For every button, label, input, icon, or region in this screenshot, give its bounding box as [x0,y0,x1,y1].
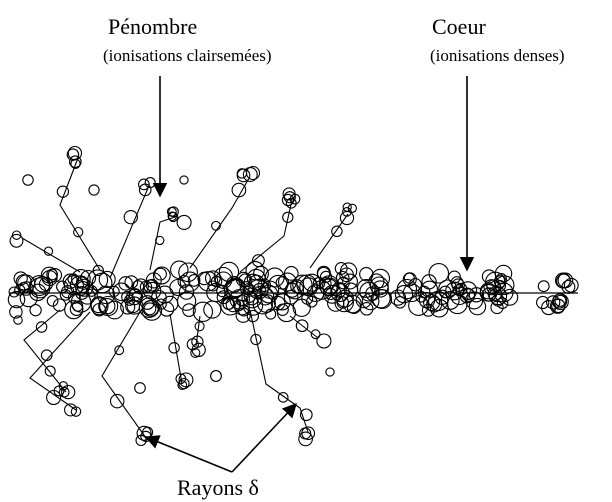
core-subtitle: (ionisations denses) [430,47,565,64]
delta-ray-ionisation [111,394,124,407]
core-ionisation [274,294,290,310]
penumbra-ionisation [135,383,146,394]
delta-ray-ionisation [237,169,246,178]
delta-ray-ionisation [177,215,191,229]
delta-ray-ionisation [45,366,55,376]
delta-ray-ionisation [36,322,46,332]
delta-ray-ionisation [317,334,331,348]
delta-ray-path [240,200,292,272]
delta-ray-ionisation [68,147,81,160]
delta-ray-ionisation [278,393,288,403]
core-title: Coeur [432,16,486,38]
delta-ray-path [60,158,100,270]
penumbra-ionisation [326,368,334,376]
core-ionisation [153,267,170,284]
penumbra-ionisation [14,316,22,324]
delta-ray-arrow-right [232,404,296,472]
core-ionisation [163,296,178,311]
delta-ray-path [110,188,148,278]
penumbra-ionisation [211,371,222,382]
track-end-cluster [537,273,579,315]
delta-ray-arrow-left [146,437,232,472]
delta-ray-ionisation [332,226,342,236]
core-ionisation [30,305,41,316]
delta-ray-ionisation [340,211,353,224]
delta-ray-path [150,216,178,270]
delta-ray-branches [10,147,356,446]
delta-ray-ionisation [57,186,68,197]
delta-ray-path [102,312,146,438]
end-ionisation [538,281,549,292]
delta-ray-path [290,316,318,338]
delta-ray-path [250,310,308,432]
core-ionisation [47,296,58,307]
penumbra-ionisation [180,176,188,184]
dense-ionisation-core [8,261,517,322]
delta-ray-path [190,180,248,268]
penumbra-subtitle: (ionisations clairsemées) [103,47,272,64]
core-ionisation [429,264,448,283]
penumbra-ionisation [89,185,99,195]
core-ionisation [193,302,212,321]
penumbra-title: Pénombre [108,16,197,38]
delta-ray-ionisation [156,236,164,244]
delta-ray-path [24,310,66,392]
penumbra-ionisation [23,175,33,185]
core-ionisation [502,289,518,305]
delta-ray-ionisation [169,343,179,353]
core-ionisation [265,268,284,287]
delta-rays-label: Rayons δ [177,477,259,499]
